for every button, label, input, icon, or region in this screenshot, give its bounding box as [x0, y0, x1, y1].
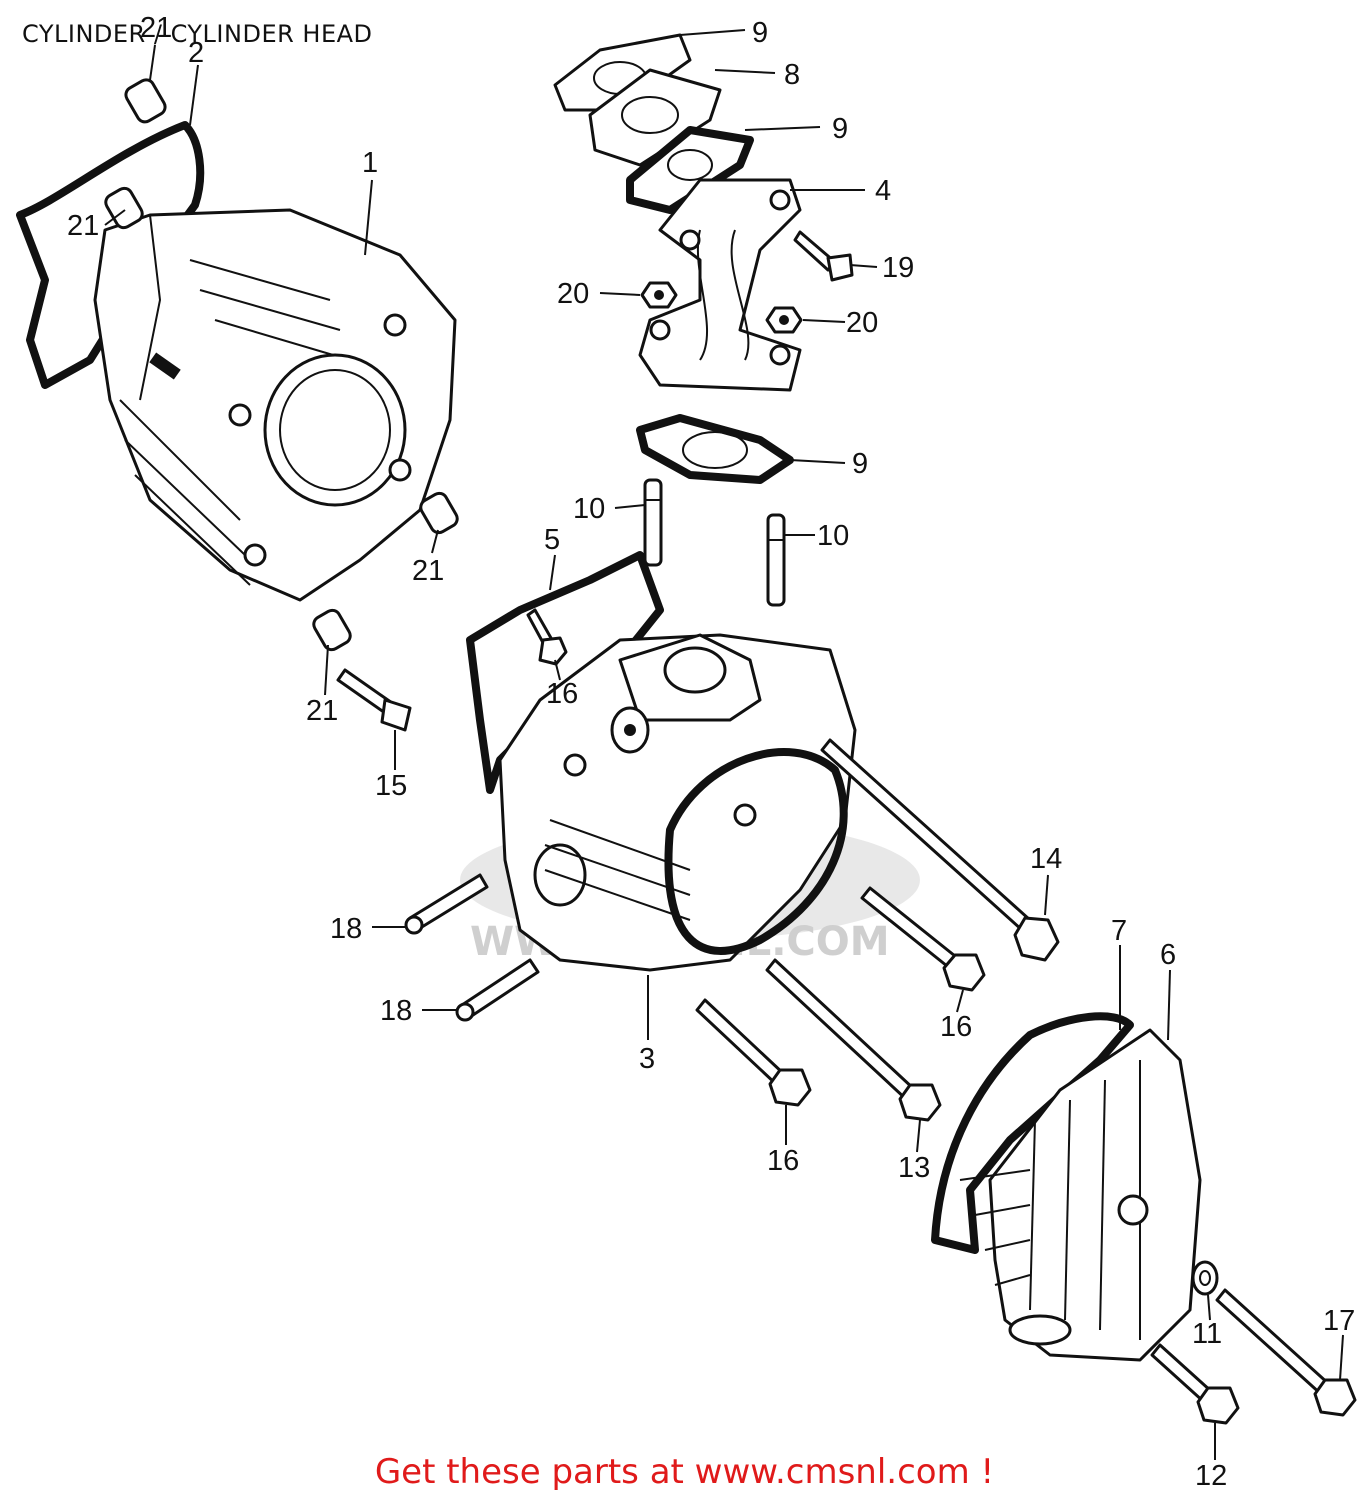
- callout-18-upper: 18: [330, 913, 362, 945]
- leader-lines: [104, 29, 1344, 1460]
- bolt-15: [336, 668, 412, 732]
- callout-18-lower: 18: [380, 995, 412, 1027]
- callout-14: 14: [1030, 843, 1062, 875]
- callout-10-right: 10: [817, 520, 849, 552]
- callout-9-mid: 9: [832, 113, 848, 145]
- callout-21-cylinder: 21: [67, 210, 99, 242]
- intake-gasket-mid: [626, 126, 754, 214]
- cylinder-head-cover-gasket: [931, 1012, 1134, 1254]
- bolt-17: [1215, 1288, 1357, 1417]
- callout-20-right: 20: [846, 307, 878, 339]
- callout-7: 7: [1111, 915, 1127, 947]
- callout-17: 17: [1323, 1305, 1355, 1337]
- callout-4: 4: [875, 175, 891, 207]
- callout-16-middle: 16: [940, 1011, 972, 1043]
- callout-16-head: 16: [546, 678, 578, 710]
- nut-20-left: [640, 281, 678, 309]
- callout-10-left: 10: [573, 493, 605, 525]
- bolt-12: [1150, 1343, 1240, 1425]
- callout-21-right: 21: [412, 555, 444, 587]
- bolt-16-middle: [860, 886, 986, 992]
- nut-20-right: [765, 306, 803, 334]
- stud-10-right: [766, 513, 786, 607]
- cylinder: [93, 208, 457, 602]
- callout-9-top: 9: [752, 17, 768, 49]
- callout-19: 19: [882, 252, 914, 284]
- callout-2: 2: [188, 37, 204, 69]
- callout-21-lower: 21: [306, 695, 338, 727]
- dowel-pin-right: [419, 491, 459, 535]
- intake-gasket-lower: [636, 414, 794, 484]
- callout-5: 5: [544, 524, 560, 556]
- callout-13: 13: [898, 1152, 930, 1184]
- intake-pipe: [638, 178, 802, 392]
- callout-20-left: 20: [557, 278, 589, 310]
- bolt-16-head: [526, 608, 568, 666]
- stud-10-left: [643, 478, 663, 567]
- callout-6: 6: [1160, 939, 1176, 971]
- callout-8: 8: [784, 59, 800, 91]
- intake-insulator: [588, 68, 722, 167]
- bolt-19: [793, 230, 854, 282]
- bolt-13: [765, 958, 942, 1122]
- stud-14: [820, 738, 1060, 962]
- stud-18-lower: [455, 958, 540, 1022]
- callout-labels: 21 2 1 21 9 8 9 4 19 20 20 9 10 10 5 21 …: [67, 12, 1355, 1492]
- cylinder-head-cover: [959, 1028, 1202, 1362]
- dowel-pin-top: [124, 78, 167, 124]
- callout-1: 1: [362, 147, 378, 179]
- callout-3: 3: [639, 1043, 655, 1075]
- callout-16-lower: 16: [767, 1145, 799, 1177]
- callout-12: 12: [1195, 1460, 1227, 1492]
- diagram-title: CYLINDER / CYLINDER HEAD: [22, 20, 373, 48]
- callout-9-lower: 9: [852, 448, 868, 480]
- dowel-pin-lower: [312, 608, 352, 652]
- stud-18-upper: [404, 873, 489, 935]
- callout-21-top: 21: [140, 12, 172, 44]
- callout-15: 15: [375, 770, 407, 802]
- washer-11: [1191, 1260, 1219, 1296]
- bolt-16-lower: [695, 998, 812, 1107]
- cylinder-head: [498, 633, 857, 972]
- parts-link-footer[interactable]: Get these parts at www.cmsnl.com !: [374, 1452, 995, 1492]
- callout-11: 11: [1192, 1318, 1222, 1350]
